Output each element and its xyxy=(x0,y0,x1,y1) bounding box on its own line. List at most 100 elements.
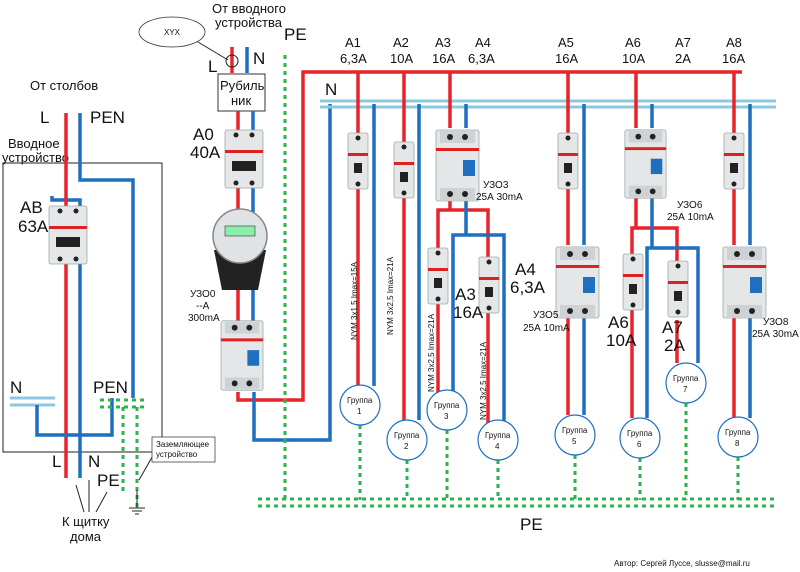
group-3-label: Группа xyxy=(434,401,460,410)
a5-label: А5 xyxy=(558,35,574,50)
a6-label: А6 xyxy=(625,35,641,50)
rcd0 xyxy=(220,320,264,391)
seal-pointer xyxy=(197,41,229,61)
rcd3-label: УЗО3 xyxy=(483,180,509,191)
a1-breaker xyxy=(347,132,369,190)
rcd5 xyxy=(555,246,600,319)
group6-7-phase-out xyxy=(630,310,679,418)
rcd5-rating: 25А 10mA xyxy=(523,323,570,334)
n-label-left: N xyxy=(10,378,22,397)
grounding-label-1: Заземляющее xyxy=(156,440,210,449)
group-8: Группа 8 xyxy=(717,416,759,458)
n-bus-label: N xyxy=(325,80,337,99)
a7-sub-label: А7 xyxy=(662,318,683,337)
a4-sub-rating: 6,3А xyxy=(510,278,546,297)
author-credit: Автор: Сергей Луссе, slusse@mail.ru xyxy=(614,559,750,568)
pen-label-bottom: PEN xyxy=(93,378,128,397)
a7-label: А7 xyxy=(675,35,691,50)
pe-bar-left xyxy=(100,398,146,510)
input-device-label-2: устройство xyxy=(2,150,69,165)
group-6-num: 6 xyxy=(637,440,642,449)
a8-label: А8 xyxy=(726,35,742,50)
group-4-label: Группа xyxy=(485,431,511,440)
group-2-num: 2 xyxy=(404,442,409,451)
group-5: Группа 5 xyxy=(554,414,596,456)
cable-label-2: NYM 3x2,5 Imax=21A xyxy=(386,256,395,335)
ab-label: АВ xyxy=(20,198,43,217)
l-label-in: L xyxy=(208,57,217,76)
group-5-label: Группа xyxy=(562,426,588,435)
from-input-label-2: устройства xyxy=(215,15,283,30)
pe-bus-label: PE xyxy=(520,515,543,534)
l-label-out: L xyxy=(52,452,61,471)
to-house-label-1: К щитку xyxy=(62,514,110,529)
group-2-label: Группа xyxy=(394,431,420,440)
group-1-label: Группа xyxy=(347,396,373,405)
a0-label: А0 xyxy=(193,125,214,144)
seal-icon xyxy=(225,54,239,68)
a6-sub-rating: 10А xyxy=(606,331,637,350)
pen-wire xyxy=(78,113,135,398)
from-input-label-1: От вводного xyxy=(212,1,286,16)
rcd6 xyxy=(624,129,667,199)
ab-breaker xyxy=(48,205,88,265)
a7-sub-rating: 2А xyxy=(664,336,685,355)
l-label-left: L xyxy=(40,108,49,127)
cable-label-4: NYM 3x2,5 Imax=21A xyxy=(479,341,488,420)
a6-sub-label: А6 xyxy=(608,313,629,332)
n-pen-link xyxy=(35,398,114,437)
n-label-out: N xyxy=(88,452,100,471)
group-8-label: Группа xyxy=(725,428,751,437)
group-6-label: Группа xyxy=(627,429,653,438)
group-2: Группа 2 xyxy=(386,419,428,461)
from-poles-label: От столбов xyxy=(30,78,98,93)
rcd0-label: УЗО0 xyxy=(190,289,216,300)
a8-rating: 16А xyxy=(722,51,745,66)
electricity-meter-icon xyxy=(212,208,268,290)
a6-rating: 10А xyxy=(622,51,645,66)
pen-label-left: PEN xyxy=(90,108,125,127)
pe-label-out: PE xyxy=(97,471,120,490)
a0-rating: 40А xyxy=(190,143,221,162)
rcd3 xyxy=(435,129,480,202)
a4-label: А4 xyxy=(475,35,491,50)
group-8-num: 8 xyxy=(735,439,740,448)
a2-rating: 10А xyxy=(390,51,413,66)
a7-rating: 2А xyxy=(675,51,691,66)
group-5-num: 5 xyxy=(572,437,577,446)
n-wire-left xyxy=(50,196,82,478)
to-house-label-2: дома xyxy=(70,529,102,544)
rcd8-rating: 25А 30mA xyxy=(752,329,799,340)
a4-sub-label: А4 xyxy=(515,260,536,279)
rcd3-rating: 25А 30mA xyxy=(476,192,523,203)
group-1-num: 1 xyxy=(357,407,362,416)
rcd5-label: УЗО5 xyxy=(533,310,559,321)
to-house-pointers xyxy=(75,480,108,513)
pe-label-top: PE xyxy=(284,25,307,44)
a7-sub-breaker xyxy=(667,260,689,318)
rcd0-current: 300mA xyxy=(188,313,220,324)
a3-sub-label: А3 xyxy=(455,285,476,304)
a2-label: А2 xyxy=(393,35,409,50)
a1-rating: 6,3А xyxy=(340,51,367,66)
group-3-num: 3 xyxy=(444,412,449,421)
input-device-label-1: Вводное xyxy=(8,136,60,151)
group-3: Группа 3 xyxy=(426,389,468,431)
a3-sub-breaker xyxy=(427,247,449,305)
group3-4-phase-out xyxy=(436,300,490,425)
group6-7-neutral xyxy=(645,104,700,418)
a3-rating: 16А xyxy=(432,51,455,66)
a5-breaker xyxy=(557,132,579,190)
group6-7-phase xyxy=(630,72,679,262)
neutral-feed xyxy=(252,104,332,442)
a6-sub-breaker xyxy=(622,253,644,311)
input-device-box xyxy=(2,162,163,453)
n-bar-left xyxy=(10,396,55,407)
group3-4-neutral xyxy=(451,104,506,425)
n-label-in: N xyxy=(253,49,265,68)
group-4: Группа 4 xyxy=(477,419,519,461)
ground-symbol-icon xyxy=(129,490,145,515)
ab-rating: 63А xyxy=(18,217,49,236)
group-7-label: Группа xyxy=(673,374,699,383)
